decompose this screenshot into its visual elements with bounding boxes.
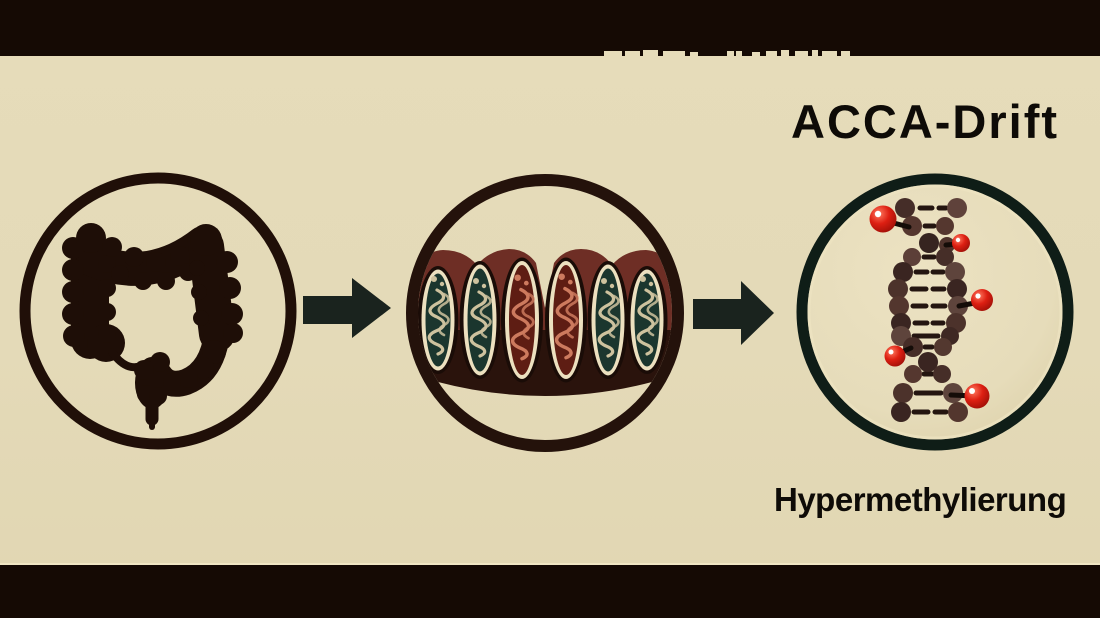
arrow-right-icon	[303, 278, 391, 338]
cropped-glyph-fragment	[781, 50, 789, 56]
cropped-glyph-fragment	[643, 50, 658, 56]
cropped-glyph-fragment	[663, 51, 685, 56]
circle-frame	[406, 174, 684, 452]
cell-teal-3	[587, 261, 629, 379]
bottom-separator-line	[0, 563, 1100, 565]
step-circle-colon	[19, 172, 297, 450]
diagram-title: ACCA-Drift	[791, 95, 1060, 148]
cell-teal-2	[459, 261, 501, 379]
cropped-glyph-fragment	[795, 51, 808, 56]
dna-methylation-icon	[869, 198, 993, 422]
cropped-glyph-fragment	[812, 50, 818, 56]
colon-icon	[62, 223, 243, 430]
cropped-glyph-fragment	[766, 51, 777, 56]
cropped-glyph-fragment	[736, 51, 742, 56]
cropped-glyph-fragment	[690, 52, 698, 56]
cropped-glyph-fragment	[822, 51, 837, 56]
cell-maroon-1	[501, 257, 543, 383]
cell-teal-4	[626, 266, 668, 374]
step-circle-gut-cells	[406, 174, 684, 452]
cropped-glyph-fragment	[841, 51, 850, 56]
top-edge-fragments	[0, 0, 1100, 56]
arrow-right-icon	[693, 281, 774, 345]
methyl-group-icons	[869, 205, 993, 409]
cropped-glyph-fragment	[727, 51, 734, 56]
cropped-glyph-fragment	[625, 51, 640, 56]
gut-cells-icon	[418, 249, 672, 396]
circle-frame	[796, 173, 1074, 451]
letterbox-top	[0, 0, 1100, 56]
cropped-glyph-fragment	[752, 52, 760, 56]
cell-teal-1	[418, 266, 459, 374]
circle-frame	[19, 172, 297, 450]
step-circle-dna	[796, 173, 1074, 451]
diagram-caption: Hypermethylierung	[774, 481, 1067, 518]
cell-maroon-2	[545, 257, 587, 383]
letterbox-bottom	[0, 565, 1100, 618]
cropped-glyph-fragment	[604, 51, 622, 56]
